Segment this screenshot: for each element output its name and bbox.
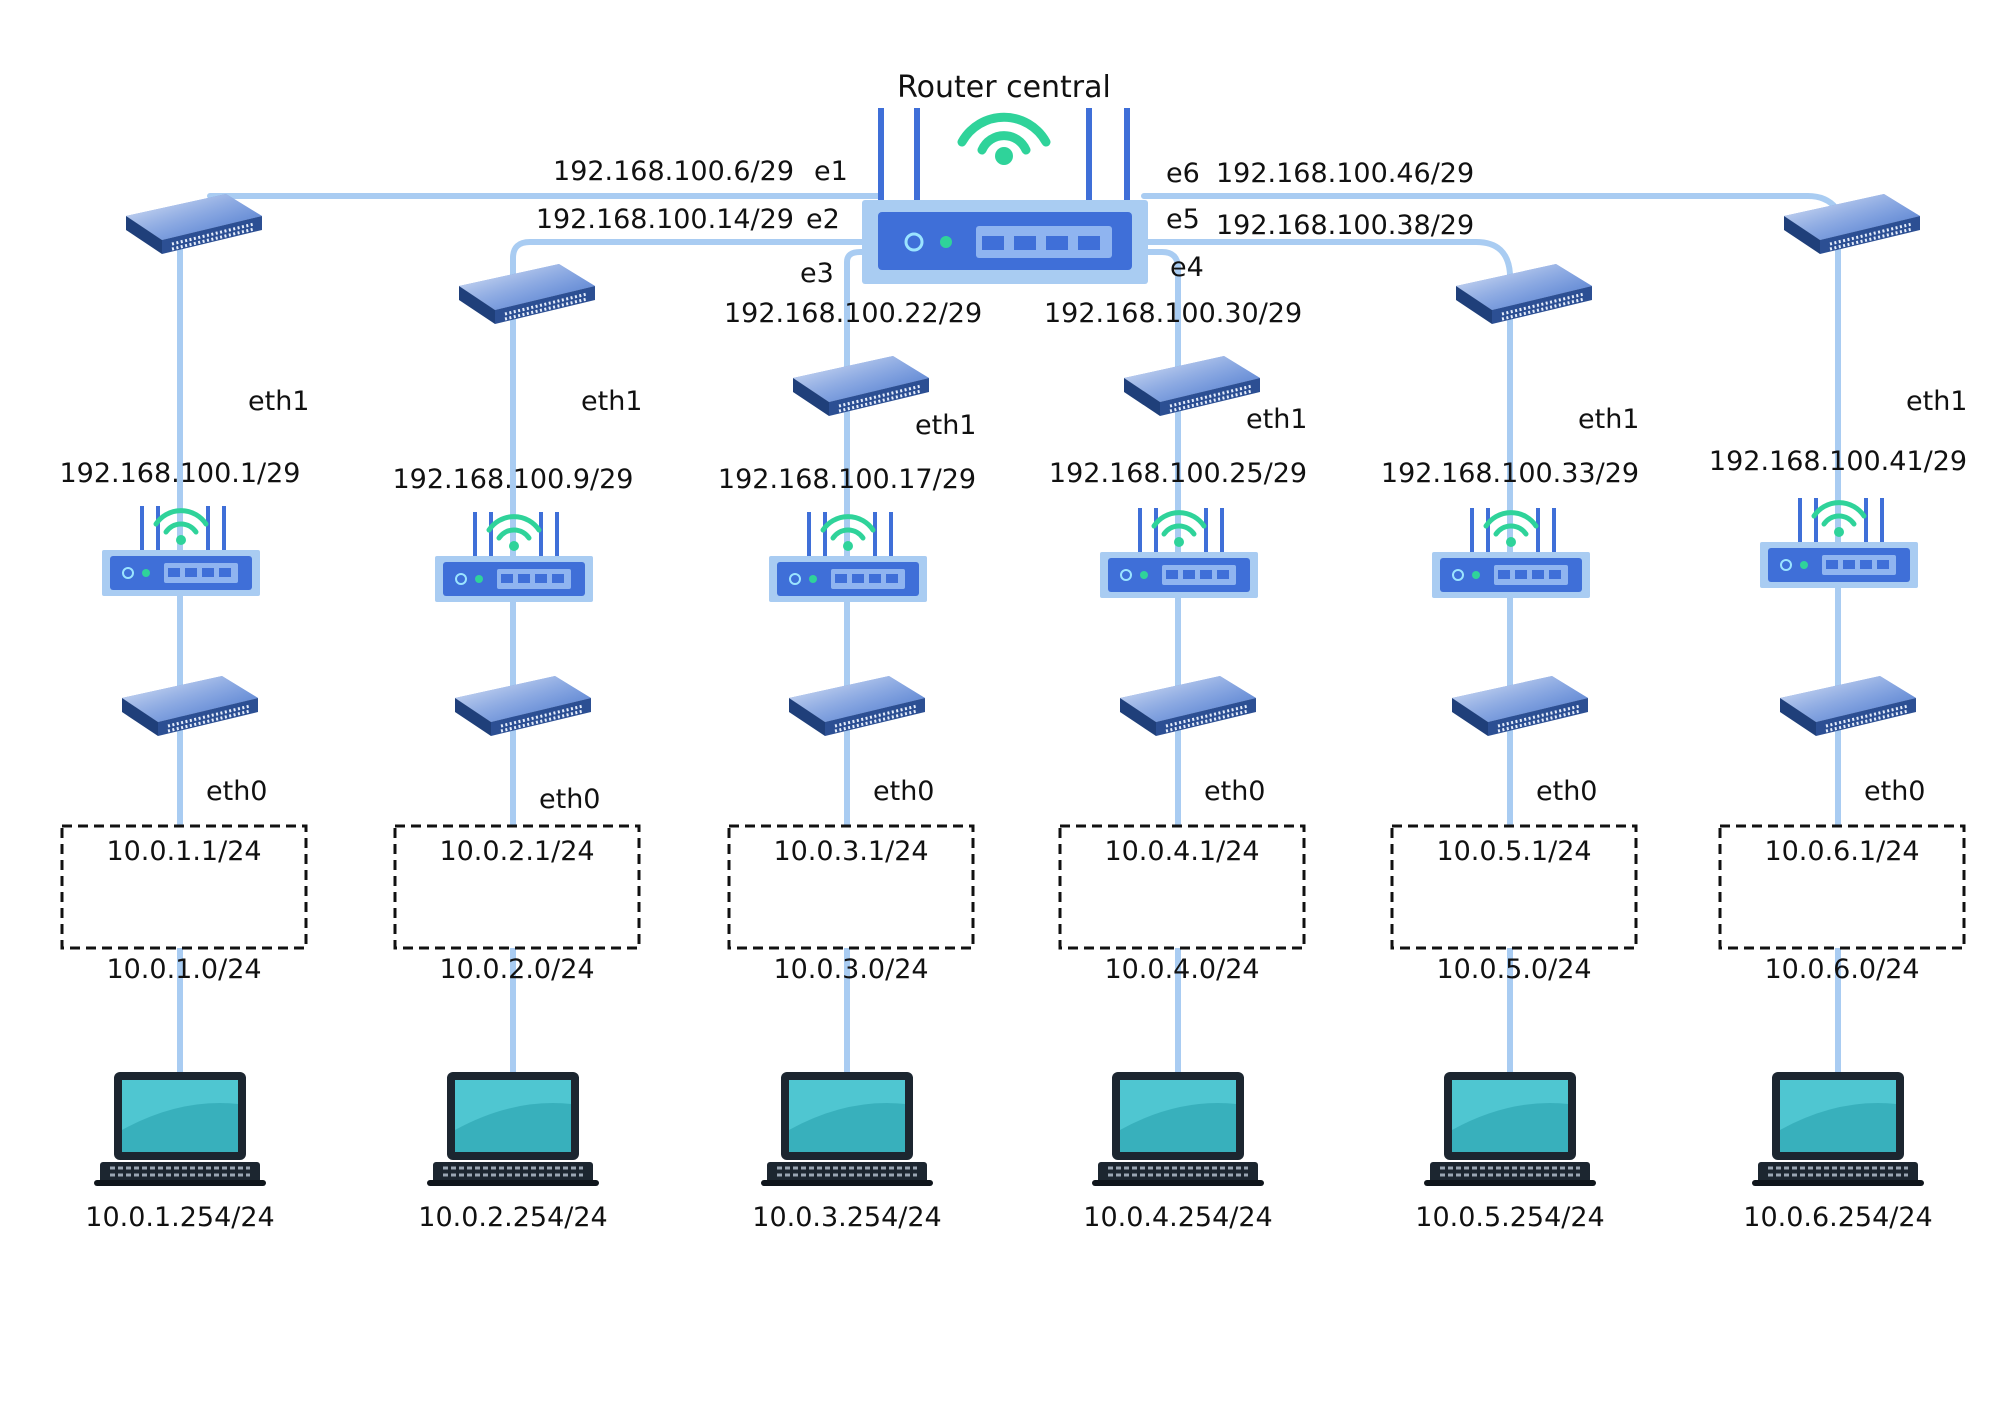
link-e6 [1141, 193, 1839, 211]
power-icon [904, 232, 924, 252]
switch-icon [457, 262, 597, 326]
switch-icon [453, 674, 593, 738]
wan-ip-label: 192.168.100.25/29 [1049, 458, 1307, 489]
lan-segment-box [1718, 824, 1966, 950]
wan-interface-label: eth1 [915, 410, 977, 441]
e2-ip-label: 192.168.100.14/29 [536, 204, 794, 235]
branch-5: eth1 192.168.100.33/29 eth0 10.0.5.1/24 10.0… [1381, 262, 1640, 1233]
network-label: 10.0.4.0/24 [1104, 954, 1259, 985]
wan-ip-label: 192.168.100.33/29 [1381, 458, 1639, 489]
wan-ip-label: 192.168.100.9/29 [393, 464, 634, 495]
switch-icon [120, 674, 260, 738]
gateway-ip-label: 10.0.3.1/24 [773, 836, 928, 867]
lan-segment-box [60, 824, 308, 950]
switch-icon [124, 192, 264, 256]
branch-2: eth1 192.168.100.9/29 eth0 10.0.2.1/24 10.0.… [393, 262, 643, 1233]
e2-port-label: e2 [806, 204, 840, 235]
switch-icon [1454, 262, 1594, 326]
lan-interface-label: eth0 [873, 776, 935, 807]
wan-ip-label: 192.168.100.1/29 [60, 458, 301, 489]
branch-4: eth1 192.168.100.25/29 eth0 10.0.4.1/24 10.0… [1049, 354, 1308, 1233]
gateway-ip-label: 10.0.1.1/24 [106, 836, 261, 867]
lan-interface-label: eth0 [1864, 776, 1926, 807]
switch-icon [1782, 192, 1922, 256]
central-interface-labels: 192.168.100.6/29 e1 192.168.100.14/29 e2… [536, 156, 1474, 329]
laptop-icon [1090, 1070, 1266, 1188]
lan-interface-label: eth0 [539, 784, 601, 815]
network-label: 10.0.5.0/24 [1436, 954, 1591, 985]
link-e2 [510, 239, 883, 299]
switch-icon [791, 354, 931, 418]
lan-segment-box [727, 824, 975, 950]
gateway-ip-label: 10.0.2.1/24 [439, 836, 594, 867]
link-e4 [1141, 249, 1181, 391]
e4-port-label: e4 [1170, 252, 1204, 283]
e3-ip-label: 192.168.100.22/29 [724, 298, 982, 329]
status-led-icon [940, 236, 952, 248]
branch-networks: eth1 192.168.100.1/29 eth0 10.0.1.1/24 10.0.… [60, 192, 1968, 1233]
laptop-icon [425, 1070, 601, 1188]
e6-port-label: e6 [1166, 158, 1200, 189]
wan-ip-label: 192.168.100.17/29 [718, 464, 976, 495]
network-label: 10.0.1.0/24 [106, 954, 261, 985]
switch-icon [1122, 354, 1262, 418]
lan-interface-label: eth0 [206, 776, 268, 807]
central-router: Router central [862, 70, 1148, 284]
switch-icon [1778, 674, 1918, 738]
host-ip-label: 10.0.2.254/24 [418, 1202, 607, 1233]
wan-interface-label: eth1 [1246, 404, 1308, 435]
wan-interface-label: eth1 [1578, 404, 1640, 435]
wan-interface-label: eth1 [581, 386, 643, 417]
branch-3: eth1 192.168.100.17/29 eth0 10.0.3.1/24 10.0… [718, 354, 977, 1233]
laptop-icon [92, 1070, 268, 1188]
switch-icon [787, 674, 927, 738]
e5-ip-label: 192.168.100.38/29 [1216, 210, 1474, 241]
gateway-ip-label: 10.0.6.1/24 [1764, 836, 1919, 867]
branch-6: eth1 192.168.100.41/29 eth0 10.0.6.1/24 10.0… [1709, 192, 1968, 1233]
host-ip-label: 10.0.5.254/24 [1415, 1202, 1604, 1233]
lan-segment-box [393, 824, 641, 950]
network-label: 10.0.2.0/24 [439, 954, 594, 985]
gateway-ip-label: 10.0.4.1/24 [1104, 836, 1259, 867]
branch-1: eth1 192.168.100.1/29 eth0 10.0.1.1/24 10.0.… [60, 192, 310, 1233]
link-e5 [1141, 239, 1513, 289]
e3-port-label: e3 [800, 258, 834, 289]
wan-interface-label: eth1 [1906, 386, 1968, 417]
e6-ip-label: 192.168.100.46/29 [1216, 158, 1474, 189]
wan-interface-label: eth1 [248, 386, 310, 417]
gateway-ip-label: 10.0.5.1/24 [1436, 836, 1591, 867]
wan-ip-label: 192.168.100.41/29 [1709, 446, 1967, 477]
e4-ip-label: 192.168.100.30/29 [1044, 298, 1302, 329]
lan-interface-label: eth0 [1536, 776, 1598, 807]
link-e3 [844, 249, 883, 391]
host-ip-label: 10.0.6.254/24 [1743, 1202, 1932, 1233]
host-ip-label: 10.0.1.254/24 [85, 1202, 274, 1233]
lan-interface-label: eth0 [1204, 776, 1266, 807]
network-label: 10.0.3.0/24 [773, 954, 928, 985]
e1-port-label: e1 [814, 156, 848, 187]
laptop-icon [1750, 1070, 1926, 1188]
laptop-icon [1422, 1070, 1598, 1188]
switch-icon [1450, 674, 1590, 738]
wifi-icon [957, 112, 1051, 155]
lan-segment-box [1390, 824, 1638, 950]
e1-ip-label: 192.168.100.6/29 [553, 156, 794, 187]
laptop-icon [759, 1070, 935, 1188]
host-ip-label: 10.0.4.254/24 [1083, 1202, 1272, 1233]
host-ip-label: 10.0.3.254/24 [752, 1202, 941, 1233]
lan-segment-box [1058, 824, 1306, 950]
switch-icon [1118, 674, 1258, 738]
e5-port-label: e5 [1166, 204, 1200, 235]
network-label: 10.0.6.0/24 [1764, 954, 1919, 985]
central-router-title: Router central [897, 70, 1111, 105]
